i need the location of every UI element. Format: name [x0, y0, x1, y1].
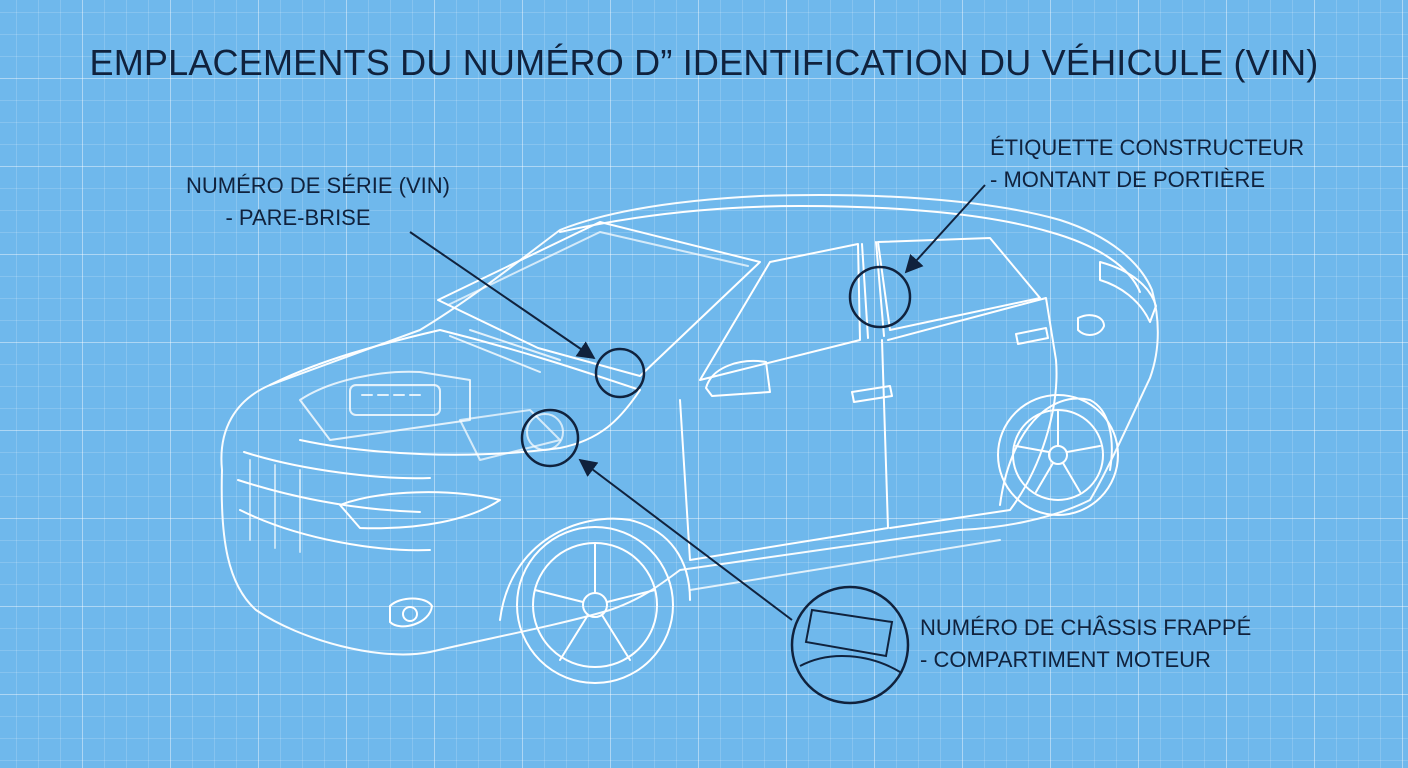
marker-door-pillar: [848, 265, 912, 329]
arrow-chassis: [578, 458, 793, 621]
callout-chassis-line1: NUMÉRO DE CHÂSSIS FRAPPÉ: [920, 615, 1252, 640]
leader-arrows: [409, 184, 986, 621]
marker-chassis-detail: [790, 585, 910, 705]
callout-door-line2: - MONTANT DE PORTIÈRE: [990, 167, 1266, 192]
marker-engine-compartment: [520, 408, 580, 468]
arrow-door-pillar: [904, 184, 986, 274]
callout-door-line1: ÉTIQUETTE CONSTRUCTEUR: [990, 135, 1305, 160]
callout-door-pillar-label: ÉTIQUETTE CONSTRUCTEUR - MONTANT DE PORT…: [990, 132, 1304, 196]
callout-chassis-line2: - COMPARTIMENT MOTEUR: [920, 647, 1211, 672]
callout-chassis-stamp: NUMÉRO DE CHÂSSIS FRAPPÉ - COMPARTIMENT …: [920, 612, 1251, 676]
annotation-markers: [520, 265, 912, 705]
arrow-windshield: [409, 231, 596, 360]
callout-windshield-line2: - PARE-BRISE: [225, 205, 371, 230]
car-outline: [220, 194, 1159, 684]
callout-windshield-line1: NUMÉRO DE SÉRIE (VIN): [185, 173, 451, 198]
marker-windshield: [594, 347, 646, 399]
page-title: EMPLACEMENTS DU NUMÉRO D” IDENTIFICATION…: [89, 42, 1319, 83]
chassis-detail-illustration: [799, 608, 901, 673]
callout-windshield-vin: NUMÉRO DE SÉRIE (VIN) - PARE-BRISE: [168, 170, 468, 234]
